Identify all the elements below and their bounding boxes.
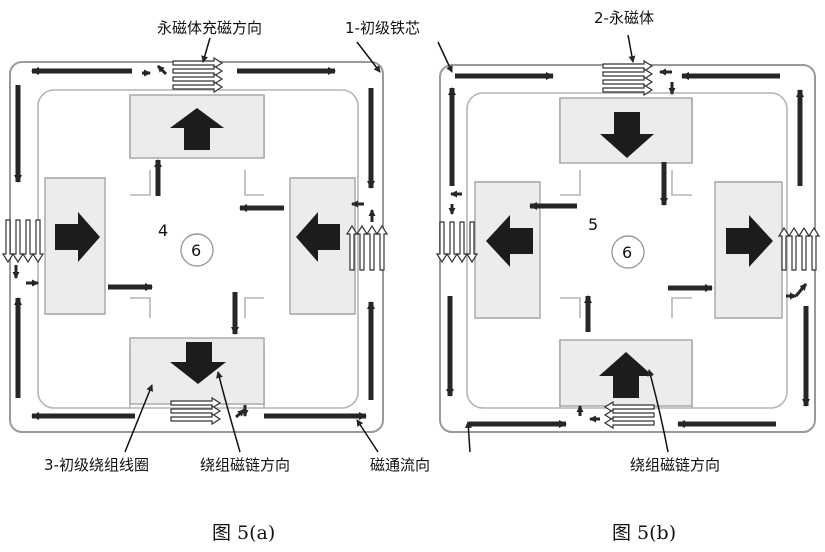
magnet-right-b [779, 228, 819, 270]
label-primary-core: 1-初级铁芯 [345, 19, 420, 37]
magnet-top-b [603, 61, 652, 95]
center-number-a: 6 [191, 241, 201, 260]
label-permanent-magnet: 2-永磁体 [594, 9, 654, 27]
label-flux-flow-direction: 磁通流向 [370, 456, 430, 474]
center-number-b: 6 [622, 243, 632, 262]
figure-5b: 6 5 [437, 35, 819, 452]
magnet-top-a [173, 58, 222, 92]
label-magnetization-direction: 永磁体充磁方向 [157, 19, 262, 37]
caption-5a: 图 5(a) [212, 522, 275, 544]
magnet-left-a [3, 220, 43, 262]
magnet-right-a [347, 226, 387, 270]
caption-5b: 图 5(b) [612, 522, 676, 544]
magnet-left-b [437, 222, 477, 262]
figure-5a: 6 4 [3, 38, 387, 452]
magnet-bottom-a [171, 398, 220, 424]
region-number-a: 4 [158, 221, 168, 240]
magnet-bottom-b [605, 402, 654, 428]
region-number-b: 5 [588, 215, 598, 234]
label-winding-flux-direction-a: 绕组磁链方向 [200, 456, 290, 474]
label-winding-flux-direction-b: 绕组磁链方向 [630, 456, 720, 474]
label-primary-winding-coil: 3-初级绕组线圈 [44, 456, 149, 474]
